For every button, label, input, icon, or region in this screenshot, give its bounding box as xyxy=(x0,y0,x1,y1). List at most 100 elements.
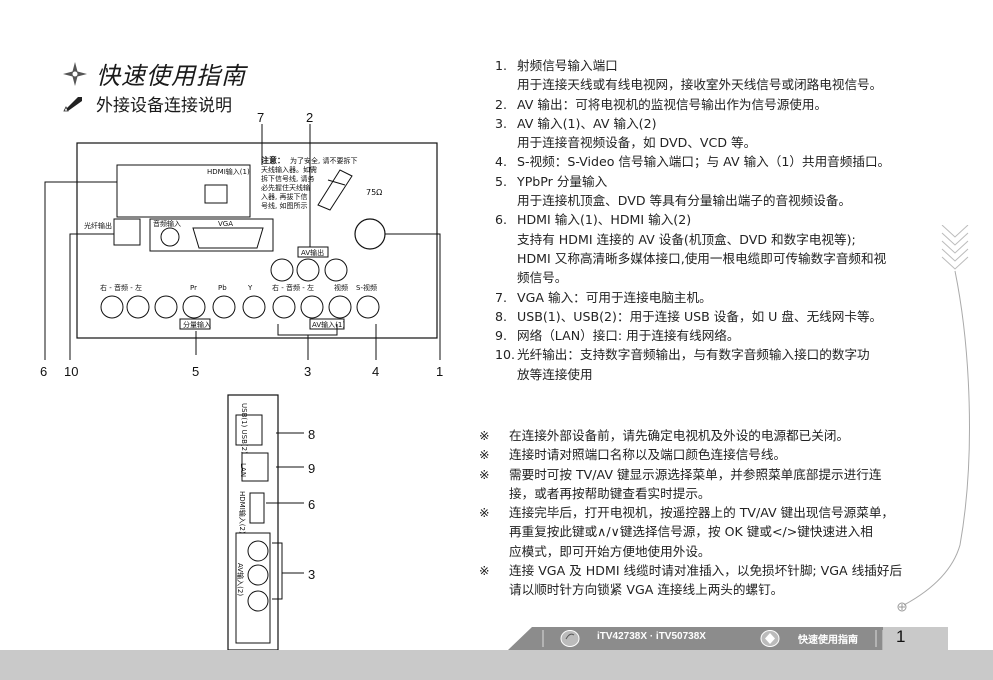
item-line: 用于连接音视频设备，如 DVD、VCD 等。 xyxy=(517,135,757,151)
list-item: 7.VGA 输入：可用于连接电脑主机。 xyxy=(495,288,965,307)
list-item: 9.网络（LAN）接口: 用于连接有线网络。 xyxy=(495,326,965,345)
av-group-label: AV输入(1) xyxy=(312,320,345,329)
note-mark: ※ xyxy=(479,505,490,521)
side-callout-3: 3 xyxy=(308,567,315,582)
item-number: 4. xyxy=(495,154,508,170)
callout-10: 10 xyxy=(64,364,78,379)
component-label: Pb xyxy=(218,284,227,292)
item-number: 3. xyxy=(495,115,508,131)
item-line: YPbPr 分量输入 xyxy=(517,173,608,189)
comp-group-label: 分量输入 xyxy=(183,320,211,329)
list-item: 4. S-视频：S-Video 信号输入端口；与 AV 输入（1）共用音频插口。 xyxy=(495,152,965,171)
audio-in-label: 音频输入 xyxy=(153,219,181,228)
list-item: 10.光纤输出：支持数字音频输出，与有数字音频输入接口的数字功放等连接使用 xyxy=(495,345,965,384)
component-jacks xyxy=(100,295,266,319)
list-item: 3. AV 输入(1)、AV 输入(2) 用于连接音视频设备，如 DVD、VCD 等… xyxy=(495,114,965,153)
item-number: 2. xyxy=(495,96,508,112)
callout-6: 6 xyxy=(40,364,47,379)
note-item: ※连接完毕后，打开电视机，按遥控器上的 TV/AV 键出现信号源菜单，再重复按此… xyxy=(479,503,957,561)
vga-port xyxy=(192,227,264,249)
rear-panel-diagram: HDMI输入(1) 注意： 为了安全, 请不要拆下天线输入器。如需拆下信号线, … xyxy=(40,110,443,379)
optical-label: 光纤输出 xyxy=(84,221,112,230)
av-out-jack-3 xyxy=(324,258,348,282)
hdmi1-label: HDMI输入(1) xyxy=(207,167,250,176)
caution-title: 注意： xyxy=(261,155,285,165)
item-line: 支持有 HDMI 连接的 AV 设备(机顶盒、DVD 和数字电视等); xyxy=(517,231,856,247)
callout-7: 7 xyxy=(257,110,264,125)
note-mark: ※ xyxy=(479,428,490,443)
hdmi2-label: HDMI输入(2) xyxy=(238,491,247,534)
decorative-chevrons xyxy=(897,225,970,612)
note-mark: ※ xyxy=(479,466,490,482)
callout-1: 1 xyxy=(436,364,443,379)
av-out-jack-1 xyxy=(270,258,294,282)
item-line: HDMI 输入(1)、HDMI 输入(2) xyxy=(517,212,692,228)
av-in-jacks xyxy=(272,295,380,319)
note-line: 再重复按此键或∧/∨键选择信号源，按 OK 键或</>键快速进入相 xyxy=(509,524,873,540)
lan-label: LAN xyxy=(239,463,247,477)
list-item: 2. AV 输出：可将电视机的监视信号输出作为信号源使用。 xyxy=(495,95,965,114)
hdmi1-port xyxy=(204,184,228,204)
note-mark: ※ xyxy=(479,563,490,579)
note-line: 应模式，即可开始方便地使用外设。 xyxy=(509,543,711,559)
audio-jack xyxy=(160,227,180,247)
av-out-jack-2 xyxy=(296,258,320,282)
panel-outline xyxy=(76,142,438,339)
item-line: S-视频：S-Video 信号输入端口；与 AV 输入（1）共用音频插口。 xyxy=(517,154,891,170)
item-line: 用于连接天线或有线电视网，接收室外天线信号或闭路电视信号。 xyxy=(517,77,883,93)
info-diamond-icon xyxy=(760,630,780,647)
component-label: Y xyxy=(247,284,253,292)
item-number: 6. xyxy=(495,212,508,228)
caution-line: 号线, 如图所示 xyxy=(261,201,307,210)
callout-5: 5 xyxy=(192,364,199,379)
item-line: USB(1)、USB(2)：用于连接 USB 设备，如 U 盘、无线网卡等。 xyxy=(517,308,883,324)
side-callout-8: 8 xyxy=(308,427,315,442)
callout-lines xyxy=(44,124,441,360)
list-item: 1.射频信号输入端口用于连接天线或有线电视网，接收室外天线信号或闭路电视信号。 xyxy=(495,56,965,95)
component-labels: 右 - 音频 - 左 Pr Pb Y xyxy=(100,283,253,292)
list-item: 6. HDMI 输入(1)、HDMI 输入(2) 支持有 HDMI 连接的 AV 设… xyxy=(495,210,965,287)
usb-label: USB(1) USB(2) xyxy=(240,403,248,454)
callout-2: 2 xyxy=(306,110,313,125)
item-number: 10. xyxy=(495,347,516,363)
component-label: Pr xyxy=(190,284,197,292)
component-label: 右 - 音频 - 左 xyxy=(100,283,142,292)
port-description-list: 1.射频信号输入端口用于连接天线或有线电视网，接收室外天线信号或闭路电视信号。2… xyxy=(495,56,965,384)
hdmi1-box xyxy=(116,164,251,218)
vga-audio-box xyxy=(149,218,274,252)
item-line: 放等连接使用 xyxy=(517,366,593,382)
plug-drawing xyxy=(317,169,353,211)
note-line: 连接时请对照端口名称以及端口颜色连接信号线。 xyxy=(509,447,787,463)
page-number: 1 xyxy=(896,627,906,646)
note-line: 接，或者再按帮助键查看实时提示。 xyxy=(509,485,711,501)
item-line: 光纤输出：支持数字音频输出，与有数字音频输入接口的数字功 xyxy=(517,347,870,363)
item-line: AV 输出：可将电视机的监视信号输出作为信号源使用。 xyxy=(517,96,828,112)
page-title: 快速使用指南 xyxy=(62,56,246,91)
item-line: HDMI 又称高清晰多媒体接口,使用一根电缆即可传输数字音频和视 xyxy=(517,250,887,266)
model-number: iTV42738X · iTV50738X xyxy=(597,631,706,642)
av-input-label: 右 - 音频 - 左 xyxy=(272,283,314,292)
note-item: ※在连接外部设备前，请先确定电视机及外设的电源都已关闭。 xyxy=(479,426,957,445)
item-line: AV 输入(1)、AV 输入(2) xyxy=(517,115,657,131)
caution-line: 入器, 再拔下信 xyxy=(261,192,307,201)
disc-icon xyxy=(560,630,580,647)
subtitle-text: 外接设备连接说明 xyxy=(96,96,232,116)
caution-line: 拆下信号线, 请务 xyxy=(261,174,314,183)
list-item: 8.USB(1)、USB(2)：用于连接 USB 设备，如 U 盘、无线网卡等。 xyxy=(495,307,965,326)
four-point-star-icon xyxy=(63,61,87,86)
av2-label: AV输入(2) xyxy=(236,563,245,596)
footer-tab xyxy=(508,627,948,650)
av-out-label-box xyxy=(297,246,329,258)
caution-line: 必先握住天线输 xyxy=(261,183,310,192)
footer-bar xyxy=(0,650,993,680)
title-text: 快速使用指南 xyxy=(96,62,246,90)
rf-port xyxy=(354,218,386,250)
item-number: 9. xyxy=(495,328,508,344)
side-panel-diagram: USB(1) USB(2) LAN HDMI输入(2) AV输入(2) 8 9 … xyxy=(227,394,315,651)
item-line: 频信号。 xyxy=(517,270,568,286)
note-item: ※ 连接时请对照端口名称以及端口颜色连接信号线。 xyxy=(479,445,957,464)
note-item: ※需要时可按 TV/AV 键显示源选择菜单，并参照菜单底部提示进行连接，或者再按… xyxy=(479,465,957,504)
note-mark: ※ xyxy=(479,447,490,463)
